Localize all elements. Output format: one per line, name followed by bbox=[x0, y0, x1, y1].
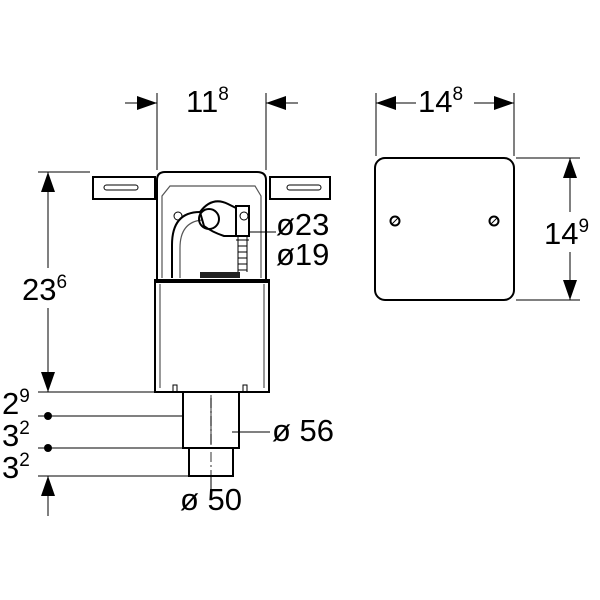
dim-width-cover: 148 bbox=[418, 84, 463, 119]
fixing-hole-right bbox=[239, 211, 249, 221]
upper-housing-inner bbox=[161, 185, 262, 278]
supply-hose-inner bbox=[179, 219, 203, 278]
dim-diameter-56: ø 56 bbox=[272, 413, 334, 448]
nozzle-stem bbox=[237, 236, 248, 272]
dim-step-2: 32 bbox=[2, 418, 30, 453]
left-bracket-slot bbox=[103, 184, 139, 191]
arrow-23-top bbox=[41, 172, 55, 192]
cover-plate-view bbox=[374, 157, 515, 301]
dim-step-3: 32 bbox=[2, 450, 30, 485]
lower-housing bbox=[154, 279, 270, 393]
cover-screw-right-slot bbox=[490, 217, 498, 225]
dim-diameter-19: ø19 bbox=[276, 237, 329, 272]
dim-step-1: 29 bbox=[2, 386, 30, 421]
dimension-labels: 118 148 149 236 29 32 32 ø23 ø19 ø 56 ø … bbox=[2, 84, 589, 517]
dim-dot-1 bbox=[44, 412, 52, 420]
arrow-14h-bottom bbox=[563, 280, 577, 300]
nozzle-ribs bbox=[236, 239, 249, 271]
arrow-11-left bbox=[137, 96, 157, 110]
dimension-lines bbox=[38, 93, 580, 516]
arrow-23-bottom bbox=[41, 372, 55, 392]
dim-diameter-50: ø 50 bbox=[180, 482, 242, 517]
dim-diameter-23: ø23 bbox=[276, 207, 329, 242]
housing-clip-right bbox=[242, 384, 248, 393]
arrow-bottom bbox=[41, 476, 55, 496]
dim-dot-2 bbox=[44, 444, 52, 452]
arrow-14w-left bbox=[376, 96, 396, 110]
housing-clip-left bbox=[172, 384, 178, 393]
left-mounting-bracket bbox=[92, 176, 156, 200]
elbow-nut bbox=[198, 208, 220, 230]
cover-plate bbox=[374, 157, 515, 301]
supply-hose bbox=[171, 211, 201, 278]
dim-height-cover: 149 bbox=[544, 216, 589, 251]
arrow-14w-right bbox=[494, 96, 514, 110]
upper-housing bbox=[156, 171, 267, 280]
hose-nozzle bbox=[235, 205, 250, 237]
right-bracket-slot bbox=[286, 184, 322, 191]
cover-screw-right bbox=[488, 215, 500, 227]
cover-screw-left-slot bbox=[391, 217, 399, 225]
cover-screw-left bbox=[389, 215, 401, 227]
right-mounting-bracket bbox=[269, 176, 331, 200]
arrow-11-right bbox=[266, 96, 286, 110]
brand-label bbox=[200, 272, 240, 278]
dim-width-box: 118 bbox=[186, 84, 229, 119]
dim-height-total: 236 bbox=[22, 272, 67, 307]
arrow-14h-top bbox=[563, 158, 577, 178]
